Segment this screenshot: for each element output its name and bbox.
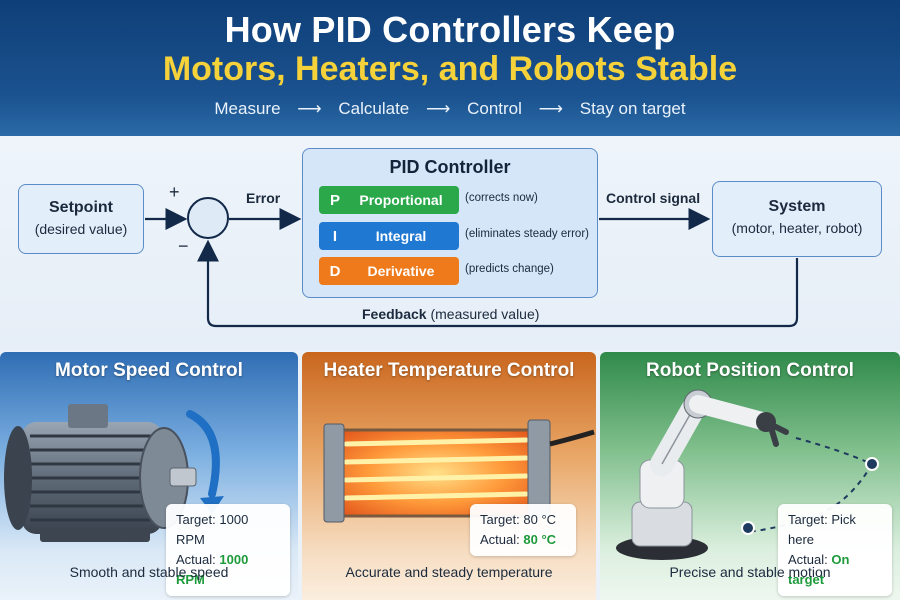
- plus-sign: +: [169, 182, 180, 202]
- term-note: (corrects now): [465, 192, 538, 204]
- term-name: Proportional: [359, 192, 443, 208]
- step-calculate: Calculate: [338, 99, 410, 118]
- system-box: System (motor, heater, robot): [712, 181, 882, 257]
- system-subtitle: (motor, heater, robot): [731, 220, 863, 236]
- target-label: Target:: [480, 512, 520, 527]
- feedback-bold: Feedback: [362, 306, 427, 322]
- system-title: System: [768, 198, 826, 215]
- term-note: (predicts change): [465, 263, 554, 275]
- error-label: Error: [246, 190, 281, 206]
- term-name: Integral: [375, 228, 427, 244]
- term-note: (eliminates steady error): [465, 228, 589, 240]
- robot-waypoint: [865, 457, 879, 471]
- target-value: 1000 RPM: [176, 512, 249, 547]
- actual-label: Actual:: [788, 552, 828, 567]
- term-letter: P: [329, 191, 340, 209]
- process-steps: Measure ⟶ Calculate ⟶ Control ⟶ Stay on …: [0, 99, 900, 119]
- motor-panel: Motor Speed Control Target: 1000 RPM Act…: [0, 352, 298, 600]
- robot-caption: Precise and stable motion: [669, 564, 831, 580]
- motor-panel-title: Motor Speed Control: [55, 360, 243, 381]
- pid-title: PID Controller: [389, 157, 511, 177]
- feedback-label: Feedback (measured value): [362, 306, 539, 322]
- feedback-rest: (measured value): [426, 306, 540, 322]
- robot-waypoint: [741, 521, 755, 535]
- minus-sign: −: [178, 236, 189, 256]
- step-control: Control: [467, 99, 522, 118]
- robot-readout: Target: Pick here Actual: On target: [778, 504, 892, 596]
- actual-value: 80 °C: [523, 532, 557, 547]
- actual-label: Actual:: [480, 532, 520, 547]
- term-integral: I Integral: [319, 222, 459, 250]
- title-line-2: Motors, Heaters, and Robots Stable: [162, 50, 738, 88]
- robot-illustration: [616, 389, 879, 560]
- target-label: Target:: [788, 512, 828, 527]
- pid-controller-box: PID Controller P Proportional (corrects …: [302, 148, 598, 298]
- heater-panel-title: Heater Temperature Control: [323, 360, 575, 381]
- heater-readout: Target: 80 °C Actual: 80 °C: [470, 504, 576, 556]
- term-name: Derivative: [367, 263, 435, 279]
- pid-block-diagram: + − Setpoint (desired value) Error PID C…: [0, 136, 900, 350]
- actual-value: On target: [788, 552, 850, 587]
- actual-label: Actual:: [176, 552, 216, 567]
- motor-illustration: [4, 404, 224, 542]
- robot-panel: Robot Position Control Target: Pick here…: [600, 352, 900, 600]
- title-line-1: How PID Controllers Keep: [224, 9, 676, 50]
- arrow-right-icon: ⟶: [425, 99, 451, 118]
- summing-junction: [187, 197, 229, 239]
- motor-readout: Target: 1000 RPM Actual: 1000 RPM: [166, 504, 290, 596]
- motor-caption: Smooth and stable speed: [69, 564, 229, 580]
- step-measure: Measure: [214, 99, 281, 118]
- term-letter: D: [329, 262, 341, 280]
- term-proportional: P Proportional: [319, 186, 459, 214]
- robot-panel-title: Robot Position Control: [646, 360, 854, 381]
- target-label: Target:: [176, 512, 216, 527]
- actual-value: 1000 RPM: [176, 552, 249, 587]
- heater-illustration: [323, 419, 595, 523]
- term-letter: I: [332, 227, 338, 245]
- control-signal-label: Control signal: [606, 190, 701, 206]
- setpoint-title: Setpoint: [49, 199, 113, 216]
- target-value: Pick here: [788, 512, 856, 547]
- arrow-right-icon: ⟶: [297, 99, 322, 118]
- term-derivative: D Derivative: [319, 257, 459, 285]
- setpoint-box: Setpoint (desired value): [18, 184, 144, 254]
- heater-caption: Accurate and steady temperature: [345, 564, 553, 580]
- heater-panel: Heater Temperature Control Target: 80 °C…: [302, 352, 596, 600]
- feedback-loop: [197, 239, 799, 328]
- arrow-right-icon: ⟶: [538, 99, 564, 118]
- target-value: 80 °C: [523, 512, 557, 527]
- step-stay-on-target: Stay on target: [579, 99, 686, 118]
- header-banner: How PID Controllers Keep Motors, Heaters…: [0, 0, 900, 136]
- setpoint-subtitle: (desired value): [34, 221, 128, 237]
- diagram-connectors: [145, 197, 799, 328]
